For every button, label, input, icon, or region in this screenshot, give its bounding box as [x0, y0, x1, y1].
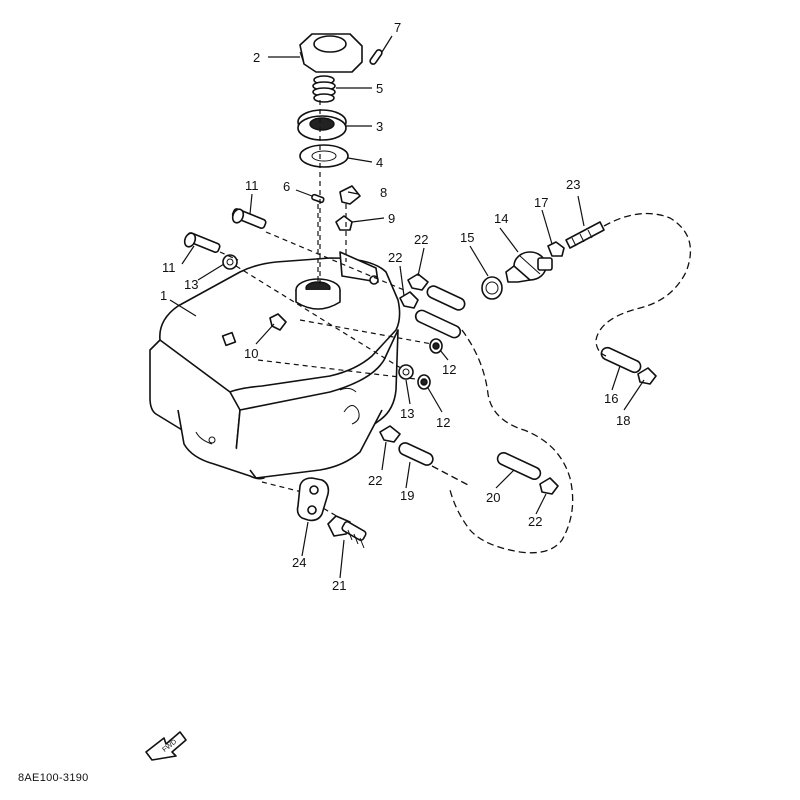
callout-22-d: 22 [528, 514, 542, 529]
part-11-bolt-lower [183, 232, 221, 253]
callout-10: 10 [244, 346, 258, 361]
callout-22-b: 22 [388, 250, 402, 265]
callout-6: 6 [283, 179, 290, 194]
callout-22-c: 22 [368, 473, 382, 488]
callout-13-left: 13 [184, 277, 198, 292]
part-22-clamp-d [539, 477, 559, 495]
hose-middle [414, 309, 462, 339]
part-17-nut [547, 241, 565, 257]
callout-20: 20 [486, 490, 500, 505]
fuel-hose-route [431, 212, 692, 554]
callout-15: 15 [460, 230, 474, 245]
part-5-spring [312, 75, 336, 103]
callout-3: 3 [376, 119, 383, 134]
part-12-clip-lower [417, 374, 431, 390]
part-15-grommet [481, 276, 503, 300]
callout-12-upper: 12 [442, 362, 456, 377]
part-19-hose [398, 442, 434, 466]
callout-19: 19 [400, 488, 414, 503]
part-12-clip-upper [429, 338, 443, 354]
callout-2: 2 [253, 50, 260, 65]
callout-21: 21 [332, 578, 346, 593]
callout-23: 23 [566, 177, 580, 192]
callout-11-upper: 11 [245, 178, 259, 193]
part-14-fuel-cock [505, 251, 553, 283]
part-9-clip [335, 215, 353, 231]
callout-22-a: 22 [414, 232, 428, 247]
callout-16: 16 [604, 391, 618, 406]
part-22-clamp-c [379, 425, 401, 443]
callout-labels: 2 7 5 3 4 6 8 9 11 11 13 1 10 22 22 15 1… [160, 20, 630, 593]
callout-4: 4 [376, 155, 383, 170]
part-11-bolt-upper [231, 208, 267, 229]
leader-lines [169, 35, 645, 579]
part-3-gasket [297, 109, 347, 141]
part-13-washer-right [398, 364, 414, 380]
callout-12-lower: 12 [436, 415, 450, 430]
callout-7: 7 [394, 20, 401, 35]
callout-24: 24 [292, 555, 306, 570]
part-13-washer-left [222, 254, 238, 270]
part-6-pin [311, 193, 325, 204]
part-22-clamp-b [399, 291, 419, 309]
callout-18: 18 [616, 413, 630, 428]
hose-upper [426, 285, 466, 311]
part-8-clip [339, 185, 361, 205]
part-4-washer [299, 144, 349, 168]
callout-17: 17 [534, 195, 548, 210]
callout-11-lower: 11 [162, 260, 176, 275]
part-16-hose [600, 346, 642, 374]
part-24-bracket [296, 477, 330, 522]
fwd-arrow-icon: FWD [145, 731, 187, 761]
callout-5: 5 [376, 81, 383, 96]
callout-1: 1 [160, 288, 167, 303]
callout-8: 8 [380, 185, 387, 200]
callout-9: 9 [388, 211, 395, 226]
part-21-bolt [327, 515, 367, 549]
part-7-pin [369, 49, 383, 65]
callout-13-right: 13 [400, 406, 414, 421]
part-18-clip [637, 367, 657, 385]
part-2-fuel-cap [299, 33, 363, 73]
callout-14: 14 [494, 211, 508, 226]
part-22-clamp-a [407, 273, 429, 291]
diagram-reference-code: 8AE100-3190 [18, 772, 89, 784]
part-23-fitting [565, 221, 605, 249]
assembly-lines [219, 100, 433, 519]
part-20-hose [496, 452, 542, 480]
part-10-clip [269, 313, 287, 331]
